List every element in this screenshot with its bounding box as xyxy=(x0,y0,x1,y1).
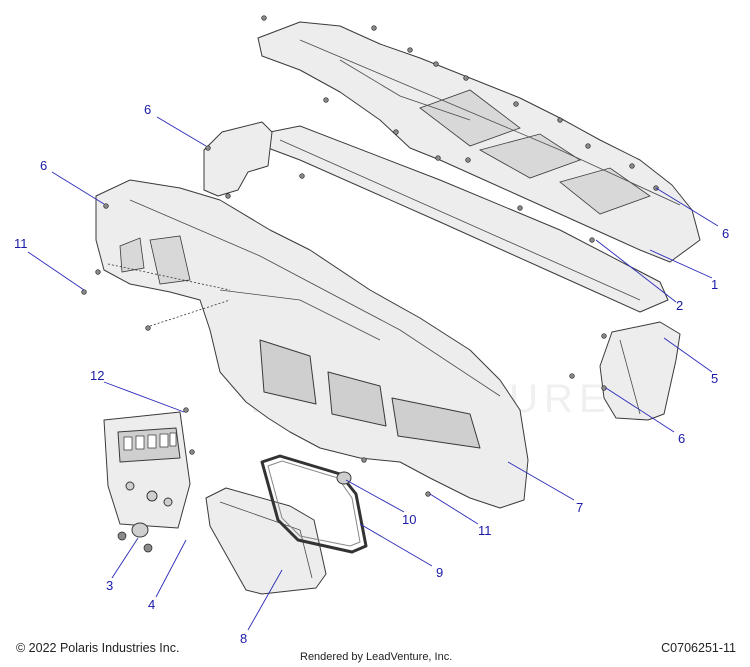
top-cover-panel[interactable] xyxy=(257,21,701,263)
callout-3: 3 xyxy=(106,578,113,593)
callout-4: 4 xyxy=(148,597,155,612)
callout-6: 6 xyxy=(144,102,151,117)
callout-7: 7 xyxy=(576,500,583,515)
left-upper-bracket[interactable] xyxy=(203,121,273,197)
leader-lines xyxy=(27,116,719,631)
callout-9: 9 xyxy=(436,565,443,580)
dash-rail[interactable] xyxy=(267,125,669,313)
callout-6: 6 xyxy=(722,226,729,241)
callout-1: 1 xyxy=(711,277,718,292)
callout-11: 11 xyxy=(478,523,492,538)
knob[interactable] xyxy=(117,522,153,553)
switch-panel[interactable] xyxy=(103,411,191,529)
rendered-by-credit: Rendered by LeadVenture, Inc. xyxy=(300,651,453,663)
callout-10: 10 xyxy=(402,512,416,527)
callout-6: 6 xyxy=(678,431,685,446)
callout-5: 5 xyxy=(711,371,718,386)
callout-labels: 6 6 11 6 1 2 5 6 12 7 10 11 9 3 4 8 xyxy=(14,102,729,646)
callout-12: 12 xyxy=(90,368,104,383)
callout-2: 2 xyxy=(676,298,683,313)
gasket-seal[interactable] xyxy=(260,454,368,554)
callout-8: 8 xyxy=(240,631,247,646)
glovebox-door[interactable] xyxy=(205,487,327,595)
copyright-notice: © 2022 Polaris Industries Inc. xyxy=(16,641,180,655)
plug[interactable] xyxy=(336,471,352,485)
diagram-code: C0706251-11 xyxy=(661,641,736,655)
callout-6: 6 xyxy=(40,158,47,173)
callout-11: 11 xyxy=(14,236,28,251)
fasteners xyxy=(81,15,659,497)
main-dash-frame[interactable] xyxy=(95,179,529,509)
right-end-bracket[interactable] xyxy=(599,321,681,421)
